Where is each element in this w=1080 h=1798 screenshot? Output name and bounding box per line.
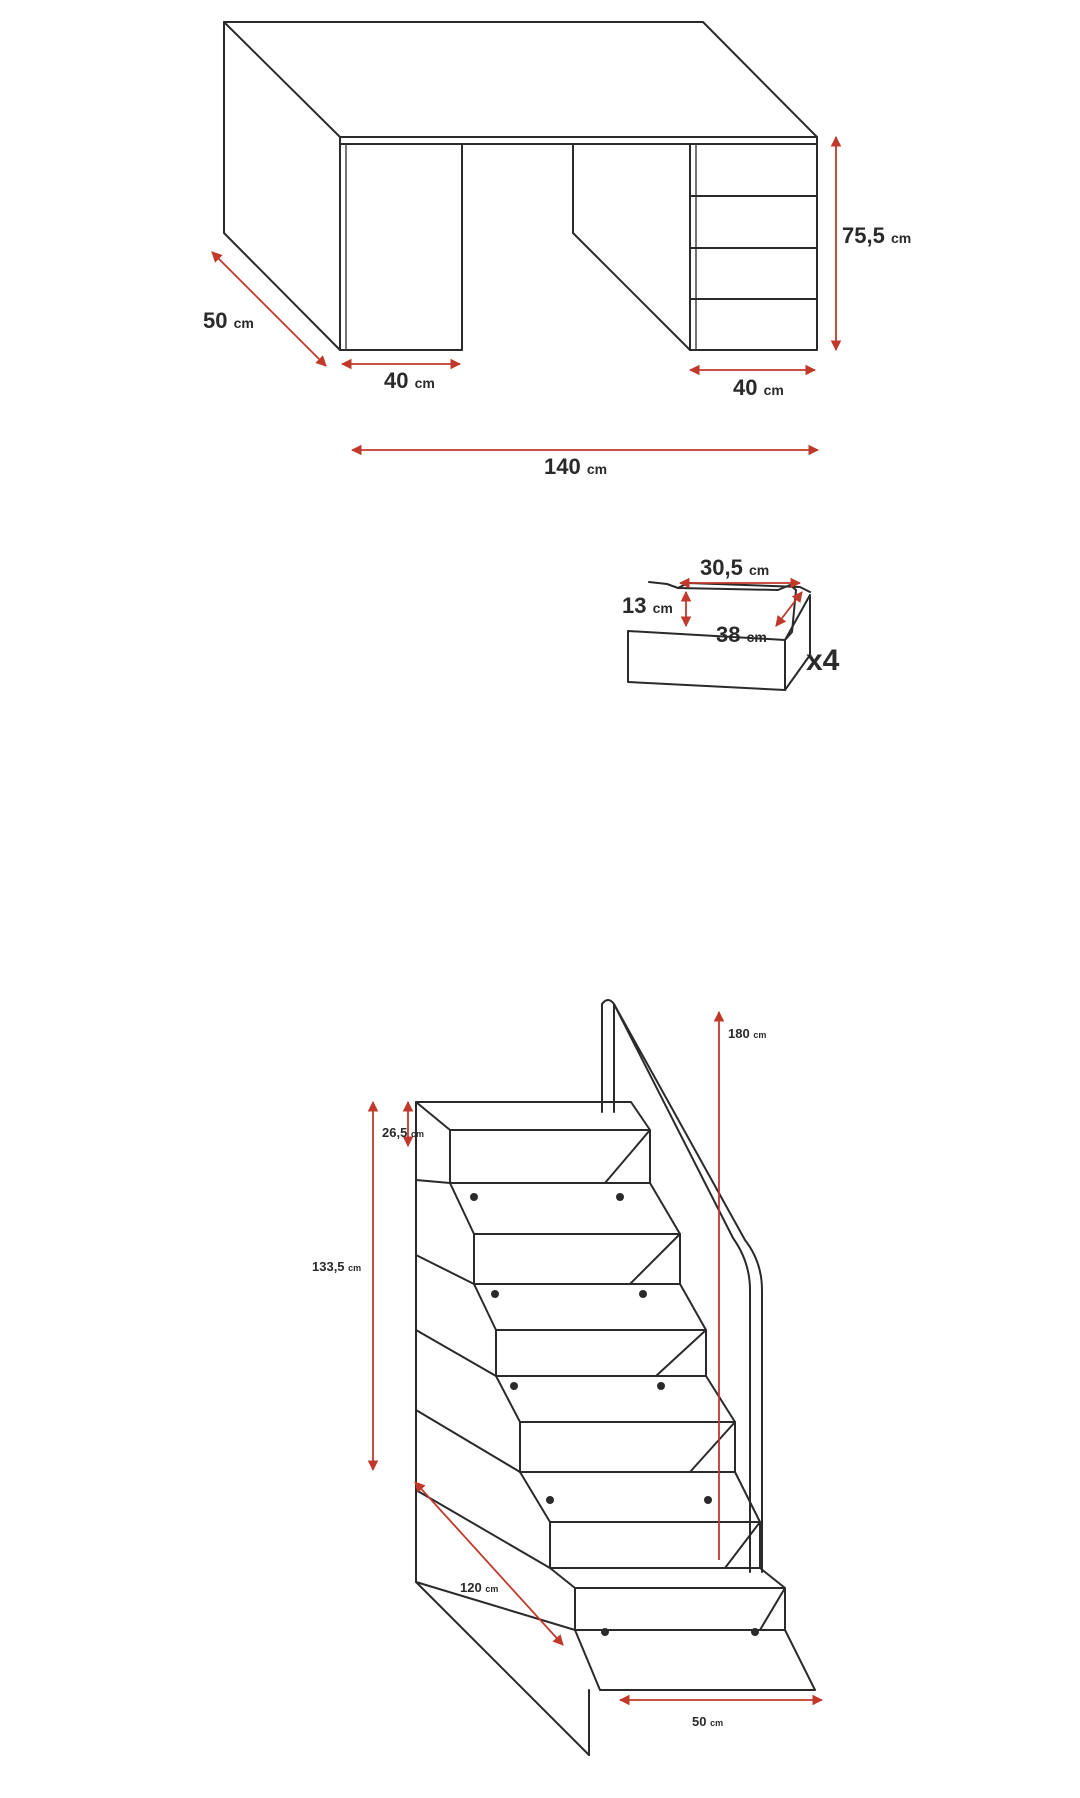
desk-total-width-label: 140 cm <box>544 454 607 479</box>
desk-left-cabinet <box>339 143 463 351</box>
handle-icon <box>601 1628 609 1636</box>
desk-top-front-edge <box>339 136 818 145</box>
stair-step <box>473 1283 707 1331</box>
drawer-height-label: 13 cm <box>622 593 673 618</box>
desk-left-cabinet-width-label: 40 cm <box>384 368 435 393</box>
stairs-length-arrow <box>414 1481 564 1646</box>
desk-dimensions: 50 cm 40 cm 40 cm 140 cm 75,5 cm <box>203 135 911 479</box>
desk-left-side <box>223 21 341 351</box>
drawer-width-label: 30,5 cm <box>700 555 769 580</box>
stairs-drawing <box>415 999 816 1756</box>
stairs-width-label: 50 cm <box>692 1714 723 1729</box>
handle-icon <box>470 1193 478 1201</box>
stairs-length-label: 120 cm <box>460 1580 498 1595</box>
drawer-dimensions: 30,5 cm 13 cm 38 cm x4 <box>622 555 840 677</box>
drawer-quantity: x4 <box>806 644 840 677</box>
stairs-rail-height-label: 180 cm <box>728 1026 766 1041</box>
handle-icon <box>639 1290 647 1298</box>
desk-drawing <box>223 21 818 351</box>
stair-drawer-handles <box>470 1193 759 1636</box>
handle-icon <box>657 1382 665 1390</box>
desk-height-label: 75,5 cm <box>842 223 911 248</box>
handle-icon <box>510 1382 518 1390</box>
stair-step <box>574 1629 816 1691</box>
desk-depth-label: 50 cm <box>203 308 254 333</box>
stair-step <box>495 1375 736 1423</box>
desk-inner-panel <box>572 143 691 351</box>
desk-right-cabinet-width-label: 40 cm <box>733 375 784 400</box>
handle-icon <box>751 1628 759 1636</box>
drawer-depth-label: 38 cm <box>716 622 767 647</box>
desk-top <box>223 21 818 138</box>
stair-step <box>519 1471 761 1523</box>
handle-icon <box>491 1290 499 1298</box>
desk-depth-arrow <box>211 251 327 367</box>
handle-icon <box>616 1193 624 1201</box>
stairs-total-height-label: 133,5 cm <box>312 1259 361 1274</box>
stair-step <box>449 1182 681 1235</box>
stairs-step-height-label: 26,5 cm <box>382 1125 424 1140</box>
drawer-depth-arrow <box>775 591 803 627</box>
handle-icon <box>704 1496 712 1504</box>
stairs-handrail <box>601 999 763 1573</box>
stairs-side-panel <box>415 1101 590 1756</box>
handle-icon <box>546 1496 554 1504</box>
stairs-dimensions: 26,5 cm 133,5 cm 180 cm 120 cm 50 cm <box>312 1010 824 1729</box>
